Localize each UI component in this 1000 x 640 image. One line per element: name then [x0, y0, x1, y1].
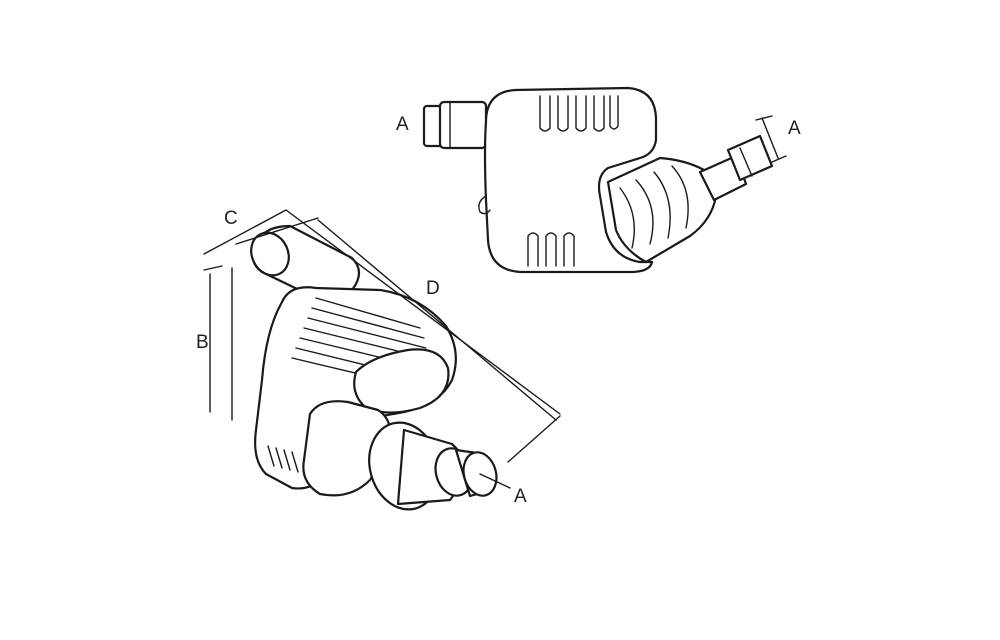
- dimension-c-line: [203, 209, 319, 255]
- top-left-inlet-pipe: [422, 100, 488, 150]
- label-bottom-a: A: [514, 486, 527, 507]
- label-b: B: [196, 332, 209, 353]
- dimension-b-line: [203, 265, 233, 421]
- top-view-muffler: [422, 86, 774, 274]
- top-right-dimension-a: [755, 115, 787, 163]
- label-c: C: [224, 208, 238, 229]
- iso-side-ribs: [267, 445, 299, 473]
- label-top-left-a: A: [396, 114, 409, 135]
- label-top-right-a: A: [788, 118, 801, 139]
- top-muffler-body: [483, 86, 658, 274]
- dimension-a-pointer: [479, 473, 511, 489]
- top-right-bellows-outlet: [606, 134, 774, 264]
- iso-outlet-pipe: [368, 421, 498, 511]
- label-d: D: [426, 278, 440, 299]
- dimension-d-line: [285, 209, 561, 463]
- top-body-ribs-lower: [527, 232, 575, 267]
- iso-body-end-cap: [353, 348, 450, 414]
- top-body-ribs-upper: [539, 95, 619, 132]
- top-mount-tab: [478, 195, 491, 215]
- isometric-muffler: [250, 224, 498, 511]
